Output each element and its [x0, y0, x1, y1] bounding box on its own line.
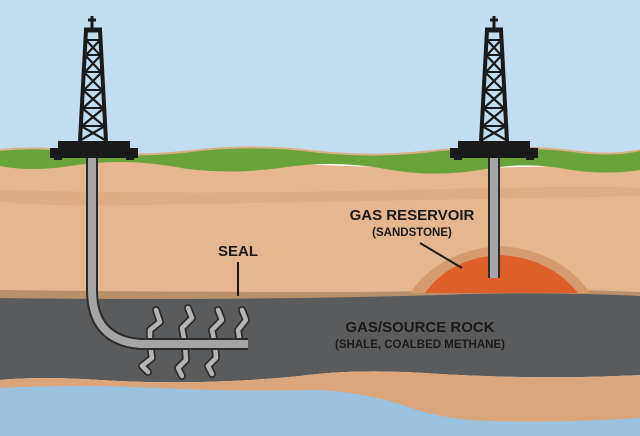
gas-reservoir-label: GAS RESERVOIR — [350, 207, 475, 224]
soil-band — [0, 186, 640, 206]
drilling-rig-icon — [450, 16, 538, 160]
gas-reservoir — [425, 255, 578, 293]
gas-reservoir-sublabel: (SANDSTONE) — [372, 227, 452, 239]
right-well-pipe-inner — [490, 150, 498, 278]
left-well-pipe-inner — [88, 150, 248, 348]
source-rock-sublabel: (SHALE, COALBED METHANE) — [335, 339, 505, 351]
seal-label: SEAL — [218, 243, 258, 260]
drilling-rig-icon — [50, 16, 138, 160]
fracture-network-inner — [139, 305, 249, 379]
aquifer-water — [0, 386, 640, 436]
source-rock-label: GAS/SOURCE ROCK — [345, 319, 494, 336]
reservoir-leader-line — [419, 242, 463, 269]
